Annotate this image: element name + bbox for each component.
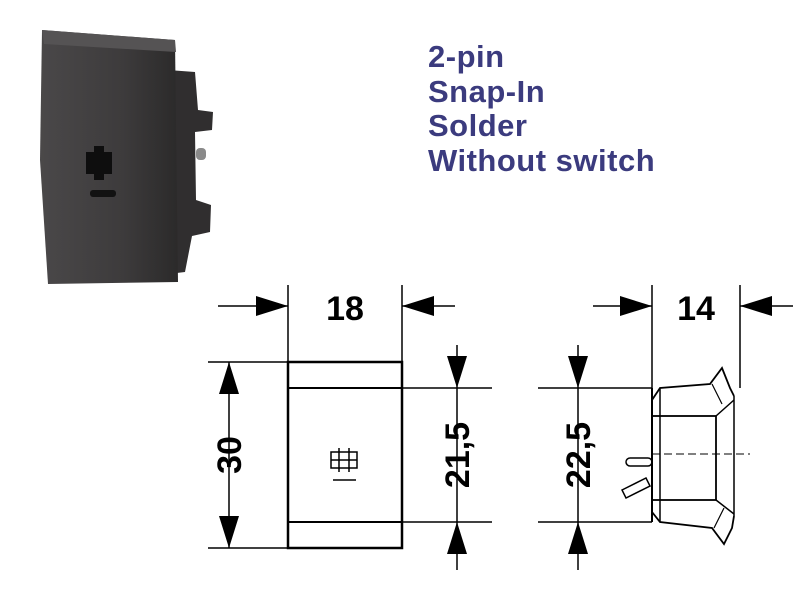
product-photo	[40, 30, 213, 284]
spec-list: 2-pin Snap-In Solder Without switch	[428, 39, 656, 178]
spec-mounting: Snap-In	[428, 73, 546, 109]
side-view	[538, 285, 793, 570]
dim-front-height: 30	[211, 436, 249, 474]
socket-symbol-icon	[86, 146, 116, 197]
spec-switch: Without switch	[428, 142, 656, 178]
socket-symbol-icon	[330, 448, 358, 481]
spec-connection: Solder	[428, 108, 528, 143]
dim-side-height: 22,5	[560, 422, 598, 488]
spec-pins: 2-pin	[428, 39, 505, 74]
dim-front-inner-height: 21,5	[439, 422, 477, 488]
dim-side-depth: 14	[677, 290, 715, 328]
dimension-arrows	[219, 296, 772, 554]
dim-front-width: 18	[326, 290, 364, 328]
pin-icon	[620, 457, 653, 500]
